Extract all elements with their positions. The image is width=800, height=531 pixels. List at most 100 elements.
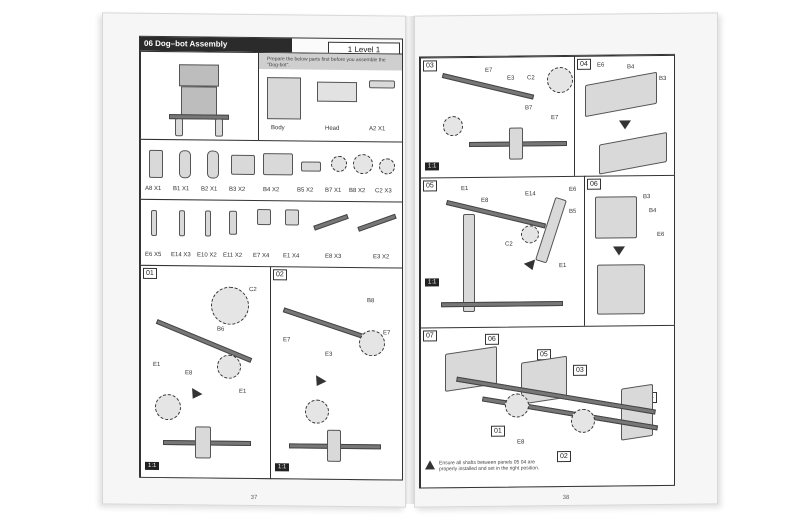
panel — [595, 196, 637, 239]
label-e1: E1 — [239, 388, 247, 395]
label-e6: E6 — [597, 62, 605, 69]
label-e1: E1 — [153, 361, 161, 369]
part-label: E3 X2 — [373, 254, 390, 261]
label-e3: E3 — [507, 75, 515, 82]
part-e11 — [229, 210, 237, 235]
label-b3: B3 — [643, 194, 651, 201]
scale-badge: 1:1 — [425, 162, 440, 171]
label-e6: E6 — [569, 186, 577, 193]
part-label: E7 X4 — [253, 252, 270, 260]
part-label: E10 X2 — [197, 252, 217, 259]
part-label: E14 X3 — [171, 252, 191, 259]
label-b3: B3 — [659, 75, 667, 83]
gear-b7 — [547, 66, 573, 94]
label-b5: B5 — [569, 208, 577, 215]
part-b4 — [263, 153, 293, 176]
part-label: B5 X2 — [297, 187, 314, 194]
part-b7 — [331, 155, 347, 172]
part-c2 — [379, 158, 395, 175]
part-e6 — [151, 209, 157, 236]
scale-badge: 1:1 — [145, 461, 160, 471]
part-b5 — [301, 161, 321, 172]
gear — [443, 116, 463, 137]
part-label: E11 X2 — [223, 252, 243, 259]
part-label: B3 X2 — [229, 186, 246, 193]
assembly-arrow — [187, 387, 203, 402]
instruction-booklet: 06 Dog–bot Assembly 1 Level 1 Prepare th… — [92, 12, 724, 522]
step-number: 03 — [423, 60, 437, 72]
assembled-hub — [509, 127, 523, 160]
part-label: B4 X2 — [263, 187, 280, 194]
step-05: 05 E1 E8 E14 E6 B5 C2 E1 1:1 — [420, 175, 586, 330]
label-c2: C2 — [249, 286, 257, 294]
part-label: E6 X5 — [145, 251, 162, 259]
part-e10 — [205, 210, 211, 237]
part-label: B2 X1 — [201, 186, 218, 193]
gear — [505, 393, 529, 418]
part-e7 — [257, 209, 271, 226]
left-frame: 06 Dog–bot Assembly 1 Level 1 Prepare th… — [139, 35, 403, 481]
warning-icon — [425, 460, 435, 470]
callout-01: 01 — [491, 425, 505, 437]
body-label: Body — [271, 125, 285, 132]
a2-label: A2 X1 — [369, 126, 386, 133]
part-label: E1 X4 — [283, 253, 300, 260]
label-b8: B8 — [367, 298, 375, 305]
leg-assembly — [463, 213, 475, 313]
a2-part — [369, 80, 395, 89]
part-e3 — [357, 213, 397, 232]
part-label: B7 X1 — [325, 187, 342, 194]
prep-note: Prepare the below parts first before you… — [267, 56, 386, 69]
label-b4: B4 — [627, 64, 635, 71]
left-page: 06 Dog–bot Assembly 1 Level 1 Prepare th… — [102, 12, 406, 508]
gear-c2 — [211, 286, 249, 325]
assembled-hub — [195, 426, 211, 459]
step-number: 02 — [273, 269, 287, 281]
label-e7: E7 — [383, 330, 391, 337]
assembled-gear — [305, 399, 329, 424]
gear-b8 — [359, 330, 385, 357]
gear-c2 — [521, 225, 539, 244]
page-number: 38 — [562, 494, 570, 502]
part-b3 — [231, 154, 255, 176]
label-b6: B6 — [217, 326, 225, 333]
label-e7: E7 — [283, 337, 291, 344]
part-a8 — [149, 149, 163, 179]
part-label: B8 X2 — [349, 187, 366, 195]
shaft-e8 — [445, 199, 547, 229]
assembly-arrow — [311, 375, 327, 390]
part-label: E8 X3 — [325, 253, 342, 260]
step-number: 05 — [423, 180, 437, 192]
warning-note: Ensure all shafts between panels 05 04 a… — [439, 459, 540, 473]
label-b4: B4 — [649, 208, 657, 215]
head-part — [317, 81, 357, 103]
label-e14: E14 — [525, 191, 536, 198]
prep-box: Prepare the below parts first before you… — [258, 52, 403, 144]
label-b7: B7 — [525, 105, 533, 112]
scale-badge: 1:1 — [425, 278, 440, 287]
head-label: Head — [325, 125, 340, 132]
assembly-arrow — [523, 259, 539, 273]
part-b2 — [207, 150, 219, 179]
assembly-arrow — [619, 120, 631, 130]
robot-leg — [175, 118, 183, 137]
label-c2: C2 — [527, 75, 535, 82]
shaft-e3 — [441, 72, 535, 100]
robot-head — [179, 64, 219, 87]
parts-row-1: A8 X1 B1 X1 B2 X1 B3 X2 B4 X2 B5 X2 B7 X… — [140, 138, 403, 204]
step-04: 04 E6 B4 B3 — [574, 54, 675, 178]
label-c2: C2 — [505, 241, 513, 248]
step-number: 07 — [423, 330, 437, 342]
label-e3: E3 — [325, 351, 333, 358]
label-e8: E8 — [481, 197, 489, 204]
assembly-arrow — [613, 246, 625, 256]
step-03: 03 E7 E3 C2 B7 E7 1:1 — [420, 55, 576, 180]
assembled-panel — [597, 264, 645, 315]
parts-row-2: E6 X5 E14 X3 E10 X2 E11 X2 E7 X4 E1 X4 E… — [140, 198, 403, 270]
label-e1: E1 — [559, 262, 567, 270]
gear — [217, 354, 241, 379]
right-page: 03 E7 E3 C2 B7 E7 1:1 04 E6 B4 B3 — [414, 12, 718, 508]
step-06: 06 B3 B4 E6 — [584, 174, 675, 328]
callout-06: 06 — [485, 333, 499, 345]
callout-02: 02 — [557, 450, 571, 463]
